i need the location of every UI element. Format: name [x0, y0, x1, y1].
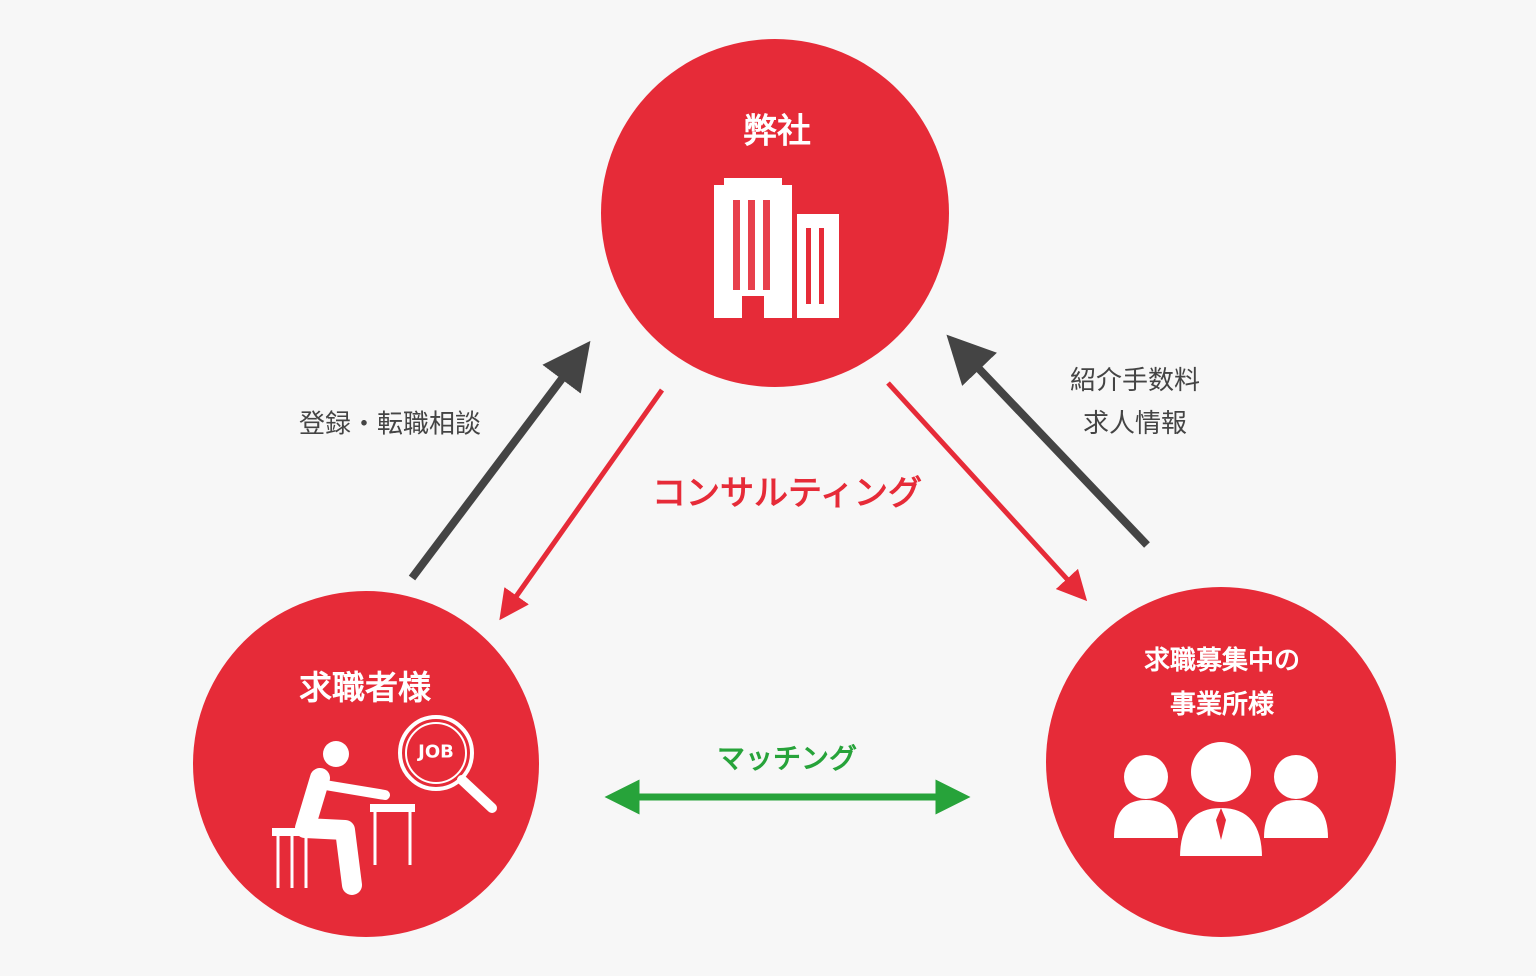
fee-info-label: 紹介手数料 求人情報 — [1070, 360, 1200, 446]
registration-consult-label: 登録・転職相談 — [298, 409, 482, 440]
arrow-employer-to-company — [946, 334, 1150, 548]
company-label: 弊社 — [743, 111, 811, 152]
matching-label: マッチング — [716, 742, 858, 775]
job-search-person-icon — [272, 715, 497, 895]
arrow-company-to-seeker — [499, 388, 665, 621]
employer-label: 求職募集中の 事業所様 — [1144, 639, 1300, 727]
job-seeker-node — [193, 591, 539, 937]
job-seeker-label: 求職者様 — [299, 668, 431, 707]
arrow-seeker-to-company — [408, 340, 591, 581]
people-group-icon — [1114, 742, 1328, 860]
job-icon-text: JOB — [418, 741, 454, 763]
fee-label: 紹介手数料 — [1069, 366, 1201, 396]
arrow-company-to-employer — [886, 381, 1088, 602]
building-icon — [714, 178, 839, 318]
job-info-label: 求人情報 — [1082, 409, 1188, 439]
consulting-label: コンサルティング — [652, 473, 922, 514]
employer-label-line1: 求職募集中の — [1143, 646, 1301, 676]
employer-label-line2: 事業所様 — [1169, 690, 1275, 720]
